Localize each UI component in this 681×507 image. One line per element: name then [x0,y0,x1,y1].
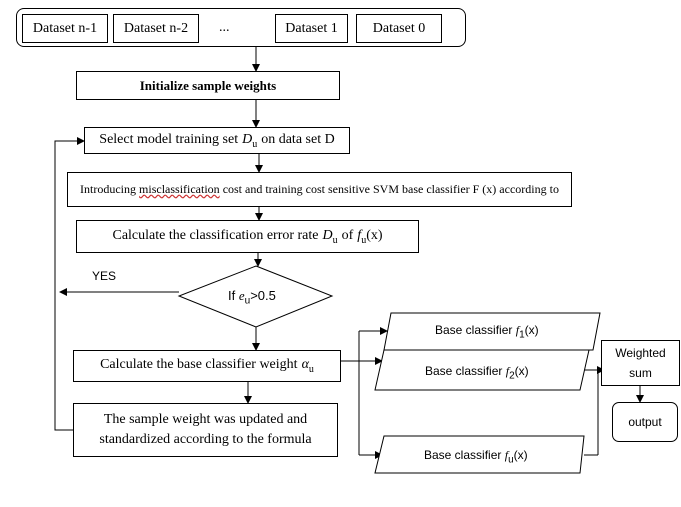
init-weights-box: Initialize sample weights [76,71,340,100]
classifier-2-sub: 2 [509,370,515,382]
arrow-feedback-loop [54,137,85,431]
classifier-1-f: f [515,323,520,337]
calc-weight-var: α [301,357,309,373]
introduce-prefix: Introducing [80,182,137,196]
update-line-2: standardized according to the formula [99,432,312,447]
calc-weight-prefix: Calculate the base classifier weight [100,357,298,373]
calc-error-fsub: u [361,234,367,246]
calc-error-f: f [357,227,362,243]
classifier-2-shape [374,349,590,391]
classifier-1-label: Base classifier f1(x) [435,323,539,340]
dataset-n-minus-2: Dataset n-2 [113,14,199,43]
calc-error-of: of [341,227,354,243]
select-label-prefix: Select model training set [99,131,239,147]
update-line-1: The sample weight was updated and [103,412,308,427]
calc-error-sub: u [332,234,338,246]
select-var: D [242,131,253,147]
weighted-sum-line-1: Weighted [615,346,666,360]
introduce-misclassification: misclassification [139,182,220,196]
select-sub: u [252,138,258,150]
yes-label: YES [92,269,117,283]
decision-var: e [238,288,245,303]
calc-error-arg: (x) [366,227,383,243]
calc-error-rate-box: Calculate the classification error rate … [76,220,419,253]
classifier-u-f: f [504,448,509,462]
output-label: output [628,415,662,429]
calc-weight-box: Calculate the base classifier weight αu [73,350,341,382]
select-label-suffix: on data set D [261,131,335,147]
classifier-u-sub: u [508,454,514,466]
dataset-1: Dataset 1 [275,14,348,43]
decision-label: If eu>0.5 [228,288,276,307]
calc-error-var: D [322,227,333,243]
init-weights-label: Initialize sample weights [139,77,277,93]
decision-sub: u [244,295,251,307]
dataset-container [16,8,466,47]
calc-weight-sub: u [308,363,314,375]
select-training-set-box: Select model training set Du on data set… [84,127,350,154]
classifier-2-f: f [505,364,510,378]
dataset-ellipsis: ... [219,20,230,35]
classifier-u-shape [374,435,585,474]
calc-error-prefix: Calculate the classification error rate [112,227,319,243]
classifier-1-shape [383,312,601,351]
dataset-n-minus-1: Dataset n-1 [22,14,108,43]
decision-prefix: If [228,288,236,303]
introduce-cost-box: Introducing misclassification cost and t… [67,172,572,207]
dataset-0: Dataset 0 [356,14,442,43]
decision-diamond [177,265,334,328]
classifier-2-arg: (x) [514,364,529,378]
introduce-suffix: cost and training cost sensitive SVM bas… [222,182,559,196]
classifier-2-prefix: Base classifier [425,364,503,378]
classifier-u-label: Base classifier fu(x) [424,448,528,465]
classifier-1-arg: (x) [524,323,539,337]
output-box: output [612,402,678,442]
decision-suffix: >0.5 [250,288,276,303]
classifier-u-arg: (x) [513,448,528,462]
classifier-u-prefix: Base classifier [424,448,502,462]
classifier-2-label: Base classifier f2(x) [425,364,529,381]
classifier-1-prefix: Base classifier [435,323,513,337]
classifier-1-sub: 1 [519,329,525,341]
weighted-sum-line-2: sum [629,366,652,380]
update-weights-box: The sample weight was updated and standa… [73,403,338,457]
weighted-sum-box: Weighted sum [601,340,680,386]
